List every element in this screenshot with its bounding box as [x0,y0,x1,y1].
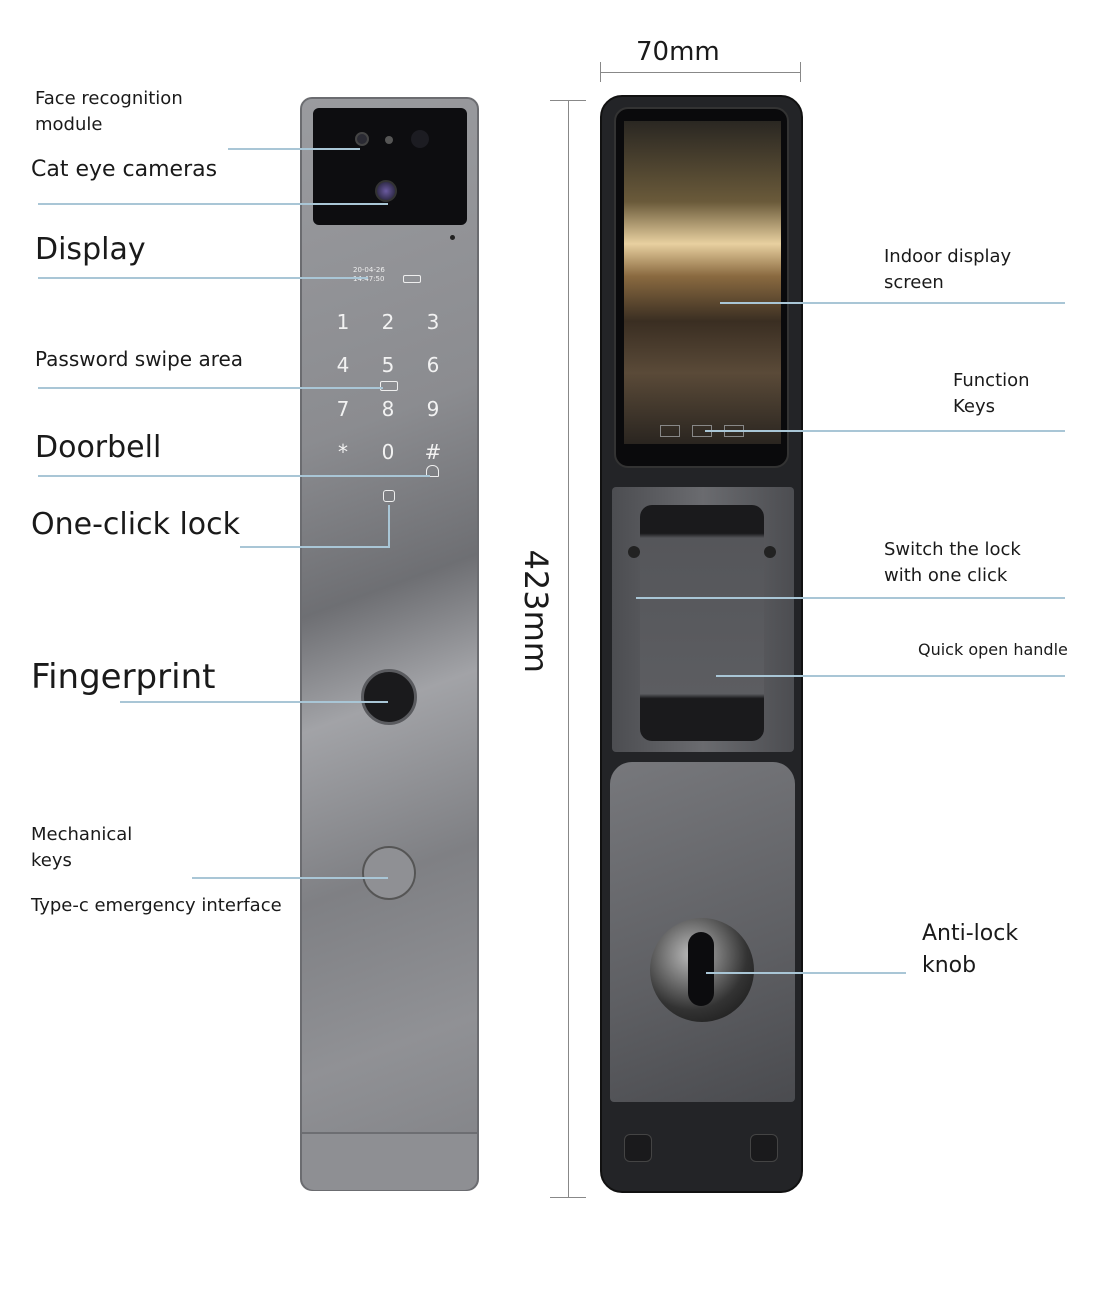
label-indoor-display: Indoor display screen [884,246,1012,294]
leader-switch-lock [636,597,1065,599]
function-key-left[interactable] [660,425,680,437]
leader-cat-eye [38,203,388,205]
lock-icon[interactable] [383,490,395,502]
width-dimension-label: 70mm [636,37,720,67]
label-cat-eye-cameras: Cat eye cameras [31,157,218,182]
switch-button-right[interactable] [764,546,776,558]
indoor-display-screen [614,107,789,468]
label-display: Display [35,232,146,267]
leader-fingerprint [120,701,388,703]
key-star[interactable]: * [338,440,348,464]
key-6[interactable]: 6 [426,353,440,377]
width-dimension-line [600,72,801,73]
leader-mechanical-keys [192,877,388,879]
height-dimension-line [568,100,569,1198]
key-hash[interactable]: # [424,440,442,464]
front-lock-body [300,97,479,1191]
anti-lock-knob[interactable] [650,918,754,1022]
camera-lens-icon [355,132,369,146]
leader-face-recognition [228,148,360,150]
key-5[interactable]: 5 [381,353,395,377]
leader-password [38,387,383,389]
width-tick-right [800,62,801,82]
label-face-recognition: Face recognition module [35,88,183,136]
leader-one-click-lock [240,546,390,548]
display-date: 20-04-26 [353,266,385,274]
foot-pad-right [750,1134,778,1162]
display-time: 14:47:50 [353,275,385,284]
leader-doorbell [38,475,430,477]
key-9[interactable]: 9 [426,397,440,421]
knob-grip [688,932,714,1006]
leader-anti-lock-knob [706,972,906,974]
front-lock-base [302,1132,477,1190]
display-readout: 20-04-26 14:47:50 [353,266,385,284]
quick-open-handle[interactable] [640,505,764,741]
leader-one-click-lock-vertical [388,505,390,547]
label-typec-interface: Type-c emergency interface [31,895,282,916]
label-anti-lock-knob: Anti-lock knob [922,921,1019,978]
leader-quick-open-handle [716,675,1065,677]
key-1[interactable]: 1 [336,310,350,334]
label-password-swipe: Password swipe area [35,347,244,371]
screen-image [624,121,781,444]
label-one-click-lock: One-click lock [31,507,241,542]
height-dimension-label: 423mm [516,549,555,673]
switch-button-left[interactable] [628,546,640,558]
key-0[interactable]: 0 [381,440,395,464]
foot-pad-left [624,1134,652,1162]
label-function-keys: Function Keys [953,370,1030,418]
key-7[interactable]: 7 [336,397,350,421]
sensor-icon [411,130,429,148]
label-fingerprint: Fingerprint [31,657,216,697]
mechanical-key-cover[interactable] [362,846,416,900]
leader-indoor-display [720,302,1065,304]
fingerprint-sensor[interactable] [361,669,417,725]
key-8[interactable]: 8 [381,397,395,421]
back-icon [380,381,398,391]
label-switch-lock: Switch the lock with one click [884,539,1021,587]
leader-display [38,277,368,279]
cat-eye-camera-icon [375,180,397,202]
face-recognition-module [313,108,467,225]
width-tick-left [600,62,601,82]
key-4[interactable]: 4 [336,353,350,377]
label-doorbell: Doorbell [35,430,162,465]
height-tick-bottom [550,1197,586,1198]
height-tick-top [550,100,586,101]
label-mechanical-keys: Mechanical keys [31,824,133,872]
indicator-dot [450,235,455,240]
label-quick-open-handle: Quick open handle [918,640,1068,659]
doorbell-icon[interactable] [426,465,439,477]
sensor-icon [385,136,393,144]
battery-icon [403,275,421,283]
key-3[interactable]: 3 [426,310,440,334]
leader-function-keys [705,430,1065,432]
key-2[interactable]: 2 [381,310,395,334]
